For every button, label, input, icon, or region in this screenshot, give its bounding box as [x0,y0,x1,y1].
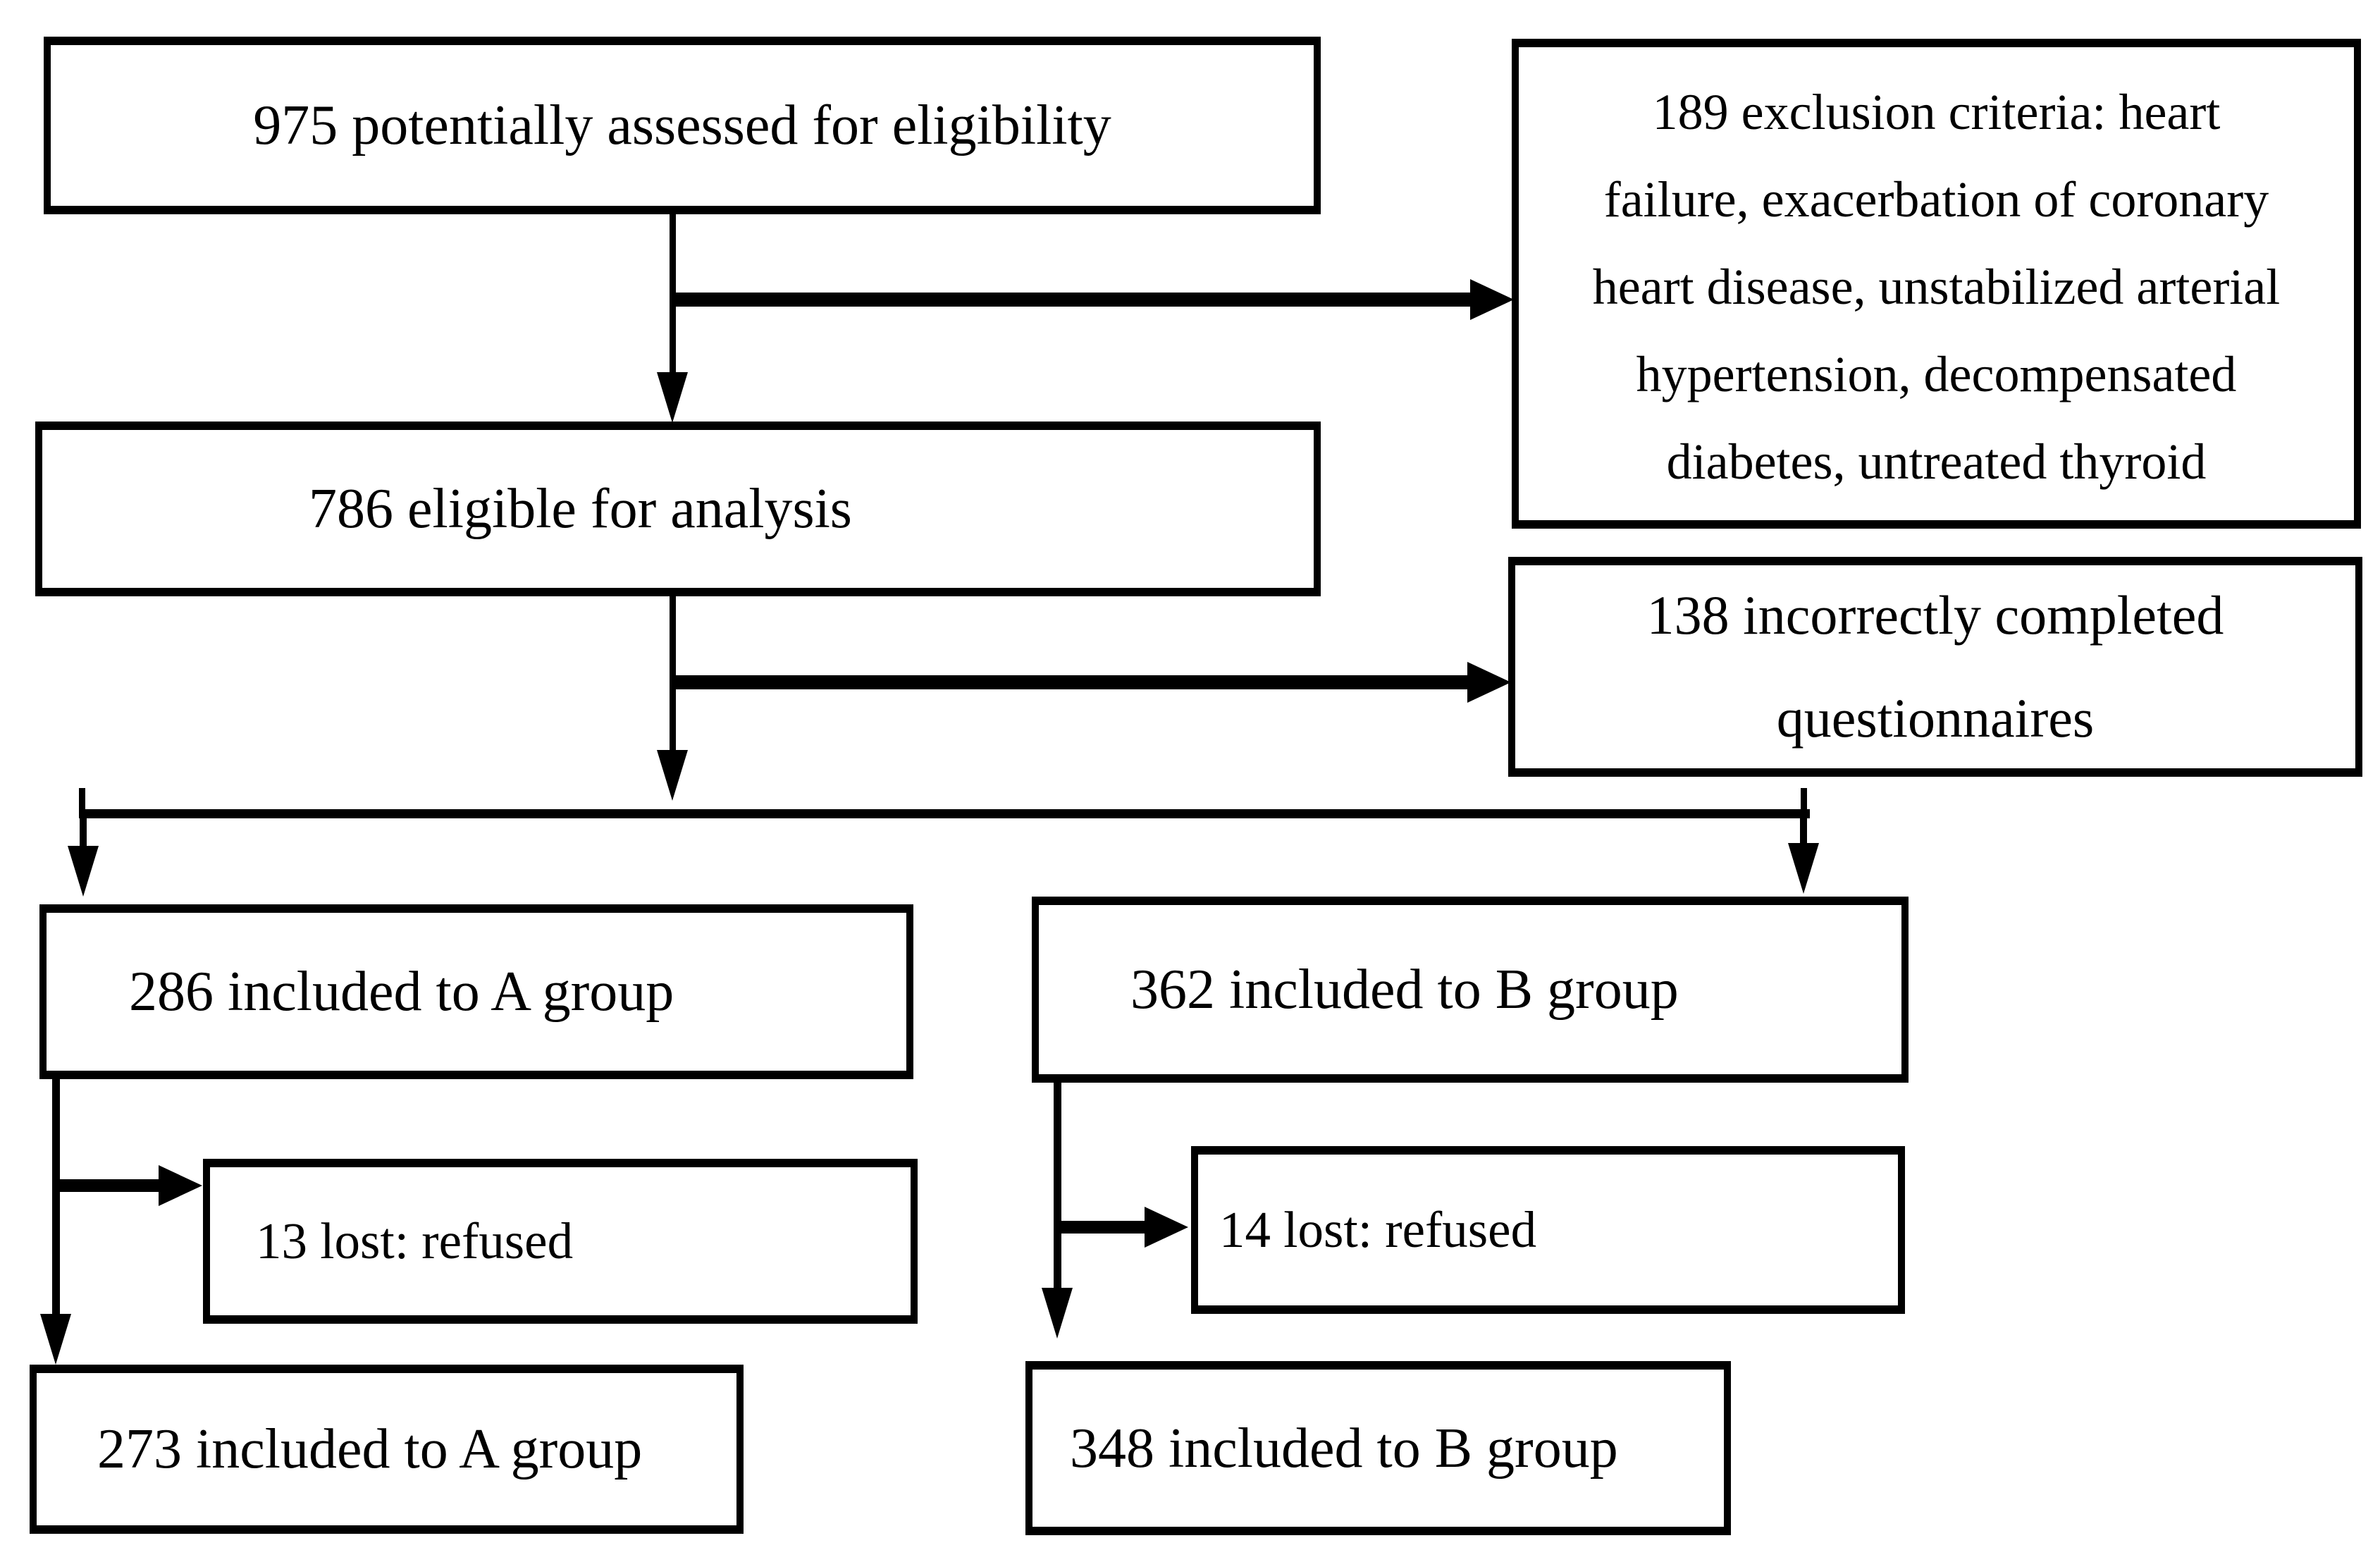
arrowhead-group-a-to-final-a [40,1314,71,1365]
node-label-line: heart disease, unstabilized arterial [1592,259,2281,315]
connector-branch-to-group-a [80,809,87,849]
connector-group-a-to-final-a [52,1079,60,1315]
connector-eligible-to-questionnaires [672,675,1470,689]
node-included-group-a: 286 included to A group [39,904,913,1079]
arrowhead-eligible-down [657,750,688,801]
node-label: 362 included to B group [1130,959,1679,1021]
node-label-line: diabetes, untreated thyroid [1666,433,2207,490]
node-label: 348 included to B group [1070,1417,1618,1480]
connector-assessed-to-exclusion [672,293,1473,307]
node-exclusion-criteria: 189 exclusion criteria: heart failure, e… [1512,39,2361,529]
node-eligible-for-analysis: 786 eligible for analysis [35,422,1321,596]
node-label: 786 eligible for analysis [309,478,852,540]
node-label: 14 lost: refused [1219,1201,1537,1259]
node-lost-group-b: 14 lost: refused [1191,1146,1905,1314]
arrowhead-group-b-to-lost-b [1145,1207,1188,1248]
connector-branch-to-group-b [1800,809,1807,846]
node-label: 273 included to A group [97,1418,643,1480]
node-included-group-b: 362 included to B group [1032,897,1909,1083]
node-label-line: 138 incorrectly completed [1646,584,2224,646]
arrowhead-group-a-to-lost-a [159,1165,202,1206]
node-label: 975 potentially assessed for eligibility [253,94,1111,156]
branch-line-right-stub [1801,788,1807,809]
node-lost-group-a: 13 lost: refused [203,1159,918,1324]
connector-eligible-down [670,596,676,754]
node-final-group-a: 273 included to A group [30,1365,744,1534]
arrowhead-eligible-to-questionnaires [1467,662,1511,703]
node-label-line: failure, exacerbation of coronary [1603,171,2269,228]
arrowhead-assessed-to-eligible [657,372,688,423]
node-label-line: questionnaires [1776,687,2095,749]
connector-group-a-to-lost-a [52,1179,160,1192]
node-final-group-b: 348 included to B group [1025,1361,1731,1535]
node-label-line: 189 exclusion criteria: heart [1652,84,2221,140]
node-label-line: hypertension, decompensated [1636,346,2237,402]
arrowhead-branch-to-group-a [68,846,99,897]
arrowhead-group-b-to-final-b [1042,1288,1073,1339]
branch-line-groups [79,809,1810,818]
arrowhead-branch-to-group-b [1788,843,1819,894]
connector-group-b-to-final-b [1054,1083,1061,1288]
node-label: 286 included to A group [129,961,674,1023]
connector-group-b-to-lost-b [1054,1221,1146,1234]
arrowhead-assessed-to-exclusion [1470,279,1514,320]
node-label: 13 lost: refused [256,1212,574,1270]
node-assessed-for-eligibility: 975 potentially assessed for eligibility [44,37,1321,214]
node-incorrect-questionnaires: 138 incorrectly completed questionnaires [1508,557,2362,777]
branch-line-left-stub [79,788,85,809]
